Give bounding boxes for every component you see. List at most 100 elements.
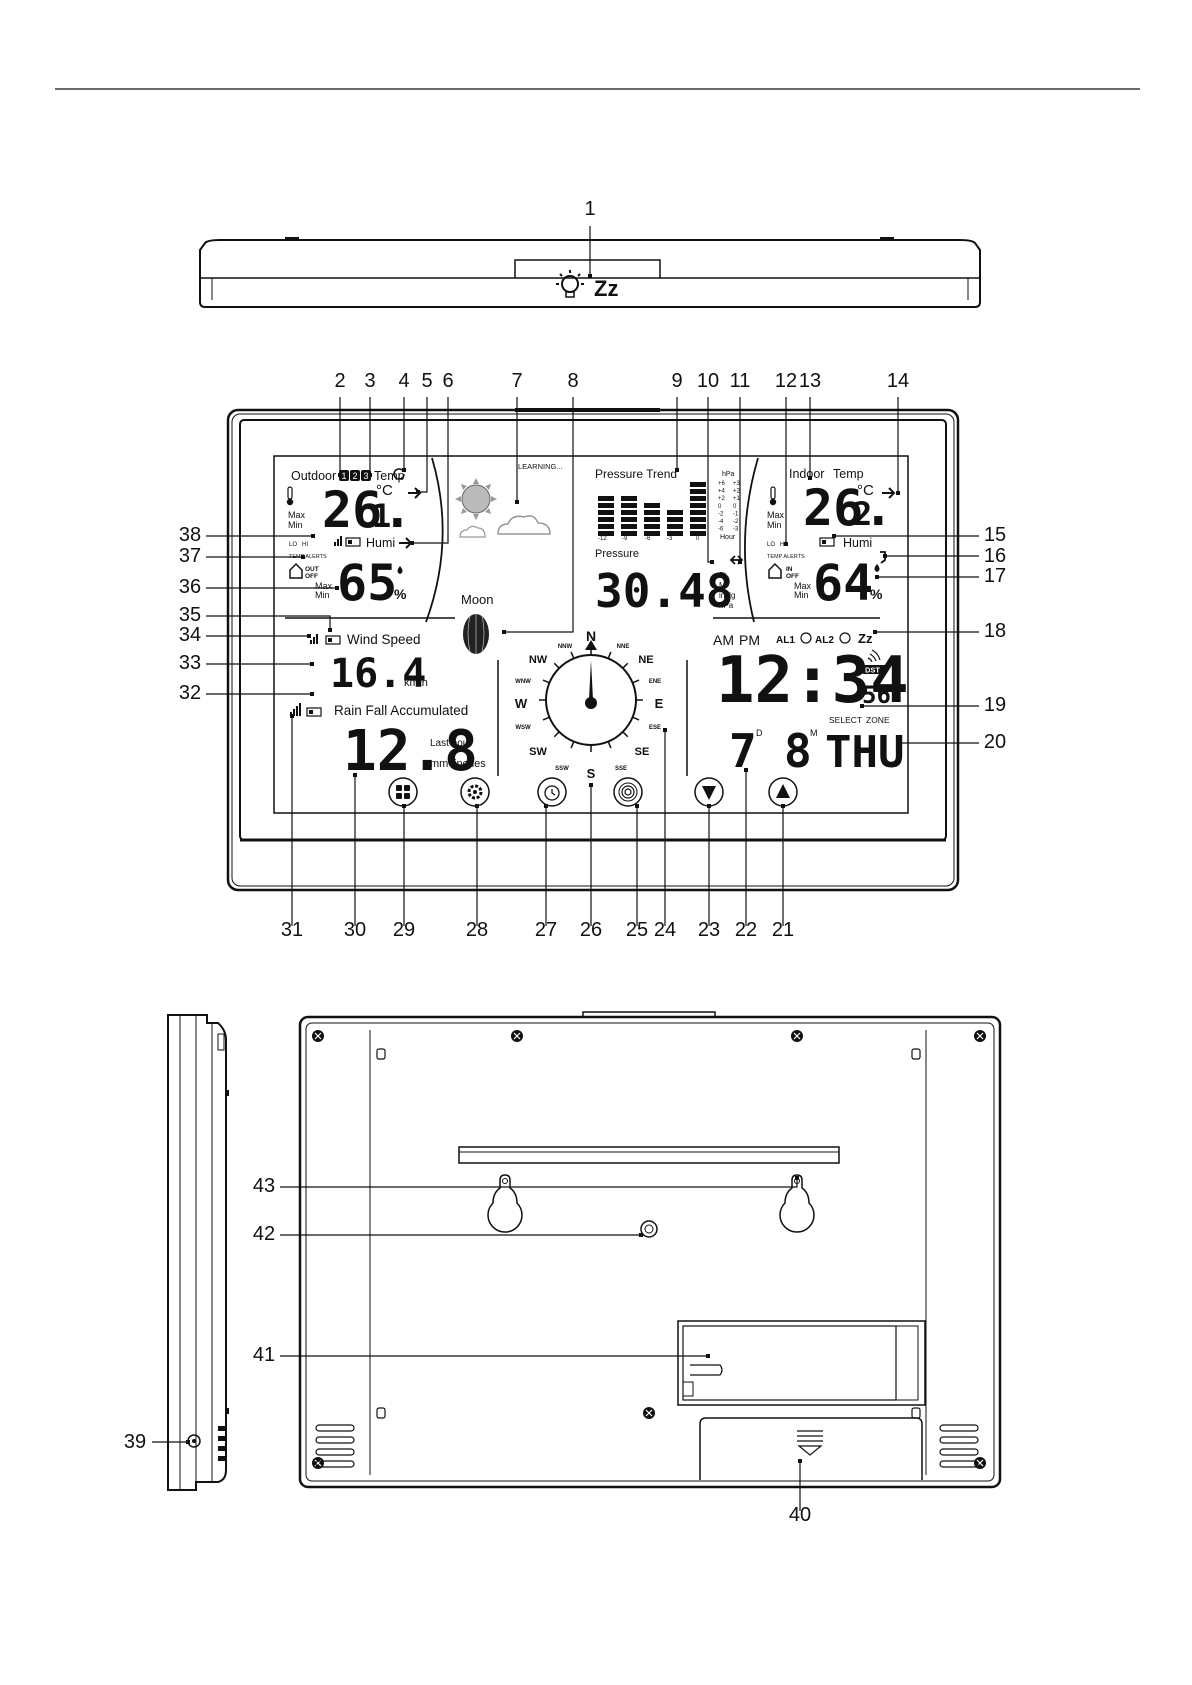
indoor-in-label: IN	[786, 566, 793, 573]
trend-bar-segment	[690, 489, 706, 494]
compass-label-nne: NNE	[617, 644, 630, 650]
outdoor-humi-value: 65	[337, 554, 397, 612]
dst-badge: DST	[865, 666, 880, 675]
callout-dot	[798, 1459, 802, 1463]
trend-scale-right: -3	[733, 527, 739, 533]
keyhole-left	[487, 1174, 523, 1233]
slot	[911, 1407, 921, 1419]
pressure-trend-title: Pressure Trend	[595, 467, 677, 481]
callout-42: 42	[253, 1223, 275, 1245]
back-view	[298, 1011, 1002, 1489]
callout-26: 26	[580, 919, 602, 941]
callout-41: 41	[253, 1344, 275, 1366]
compass-tick	[570, 651, 575, 659]
outdoor-humi-trend-arrow	[399, 537, 413, 549]
trend-scale-right: -1	[733, 511, 739, 517]
callout-dot	[335, 586, 339, 590]
channel-3: 3	[364, 471, 369, 481]
compass-label-nw: NW	[529, 654, 548, 666]
signal-icon	[310, 634, 318, 644]
pressure-value: 30.48	[595, 564, 733, 618]
clock-snooze: Zz	[858, 631, 873, 646]
callout-dot	[873, 630, 877, 634]
trend-bar-segment	[621, 517, 637, 522]
callout-13: 13	[799, 370, 821, 392]
compass-tick	[622, 731, 629, 738]
thermometer-icon	[286, 486, 294, 506]
outdoor-lo-label: LO	[289, 542, 297, 548]
compass-tick	[632, 679, 640, 684]
callout-29: 29	[393, 919, 415, 941]
down-button[interactable]	[694, 777, 724, 807]
rain-unit-mm: mm	[430, 758, 448, 770]
callout-2: 2	[334, 370, 345, 392]
compass-label-sse: SSE	[615, 766, 627, 772]
alarm2-label: AL2	[815, 635, 834, 646]
trend-bar-segment	[690, 510, 706, 515]
thermometer-icon	[769, 486, 777, 506]
indoor-temp-value: 26.	[803, 479, 893, 537]
select-label: SELECT	[829, 715, 862, 725]
signal-icon	[334, 536, 342, 546]
house-icon	[768, 562, 782, 579]
trend-scale-left: -4	[718, 519, 724, 525]
am-label: AM	[713, 632, 734, 648]
callout-11: 11	[730, 370, 751, 392]
callout-dot	[832, 534, 836, 538]
rain-period: Last hour	[430, 738, 472, 749]
clock-day-suffix: D	[756, 728, 763, 738]
radio-signal-icon	[624, 788, 632, 796]
callout-dot	[635, 804, 639, 808]
callout-27: 27	[535, 919, 557, 941]
clock-month-suffix: M	[810, 728, 818, 738]
compass-label-ne: NE	[638, 654, 653, 666]
trend-scale-right: -2	[733, 519, 739, 525]
trend-bar-segment	[598, 524, 614, 529]
outdoor-humi-label: Humi	[366, 536, 395, 550]
indoor-temp-alerts: TEMP ALERTS	[767, 554, 805, 560]
callout-5: 5	[421, 370, 432, 392]
callout-4: 4	[398, 370, 409, 392]
indoor-humi-min: Min	[794, 590, 809, 600]
compass-tick	[607, 651, 612, 659]
slot	[376, 1407, 386, 1419]
callout-dot	[896, 491, 900, 495]
trend-bar-segment	[598, 517, 614, 522]
compass-label-nnw: NNW	[558, 644, 573, 650]
callout-1: 1	[584, 198, 595, 220]
callout-37: 37	[179, 545, 201, 567]
clock-weekday: THU	[825, 727, 904, 778]
alarm-clock-icon	[544, 785, 560, 801]
menu-button[interactable]	[388, 777, 418, 807]
alarm-button[interactable]	[537, 777, 567, 807]
callout-dot	[310, 662, 314, 666]
outdoor-max-label: Max	[288, 510, 306, 520]
callout-9: 9	[671, 370, 682, 392]
rcc-button[interactable]	[613, 777, 643, 807]
trend-bar-segment	[690, 524, 706, 529]
callout-dot	[781, 804, 785, 808]
trend-bar-segment	[667, 510, 683, 515]
callout-dot	[883, 554, 887, 558]
trend-bar-segment	[690, 531, 706, 536]
trend-bar-segment	[598, 496, 614, 501]
compass-label-e: E	[655, 696, 664, 711]
compass-tick	[570, 741, 575, 749]
trend-bar-segment	[621, 531, 637, 536]
outdoor-humi-unit: %	[394, 586, 407, 602]
pressure-unit: M	[719, 581, 726, 590]
up-button[interactable]	[768, 777, 798, 807]
trend-x-tick: -12	[598, 536, 607, 542]
callout-dot	[328, 628, 332, 632]
trend-bar-segment	[621, 510, 637, 515]
outdoor-hi-label: HI	[302, 542, 308, 548]
indoor-max-label: Max	[767, 510, 785, 520]
callout-dot	[784, 542, 788, 546]
trend-scale-right: +1	[733, 496, 741, 502]
clock-month: 8	[784, 724, 812, 778]
callout-dot	[515, 500, 519, 504]
compass-label-sw: SW	[529, 746, 547, 758]
indoor-min-label: Min	[767, 520, 782, 530]
trend-bar-segment	[598, 503, 614, 508]
